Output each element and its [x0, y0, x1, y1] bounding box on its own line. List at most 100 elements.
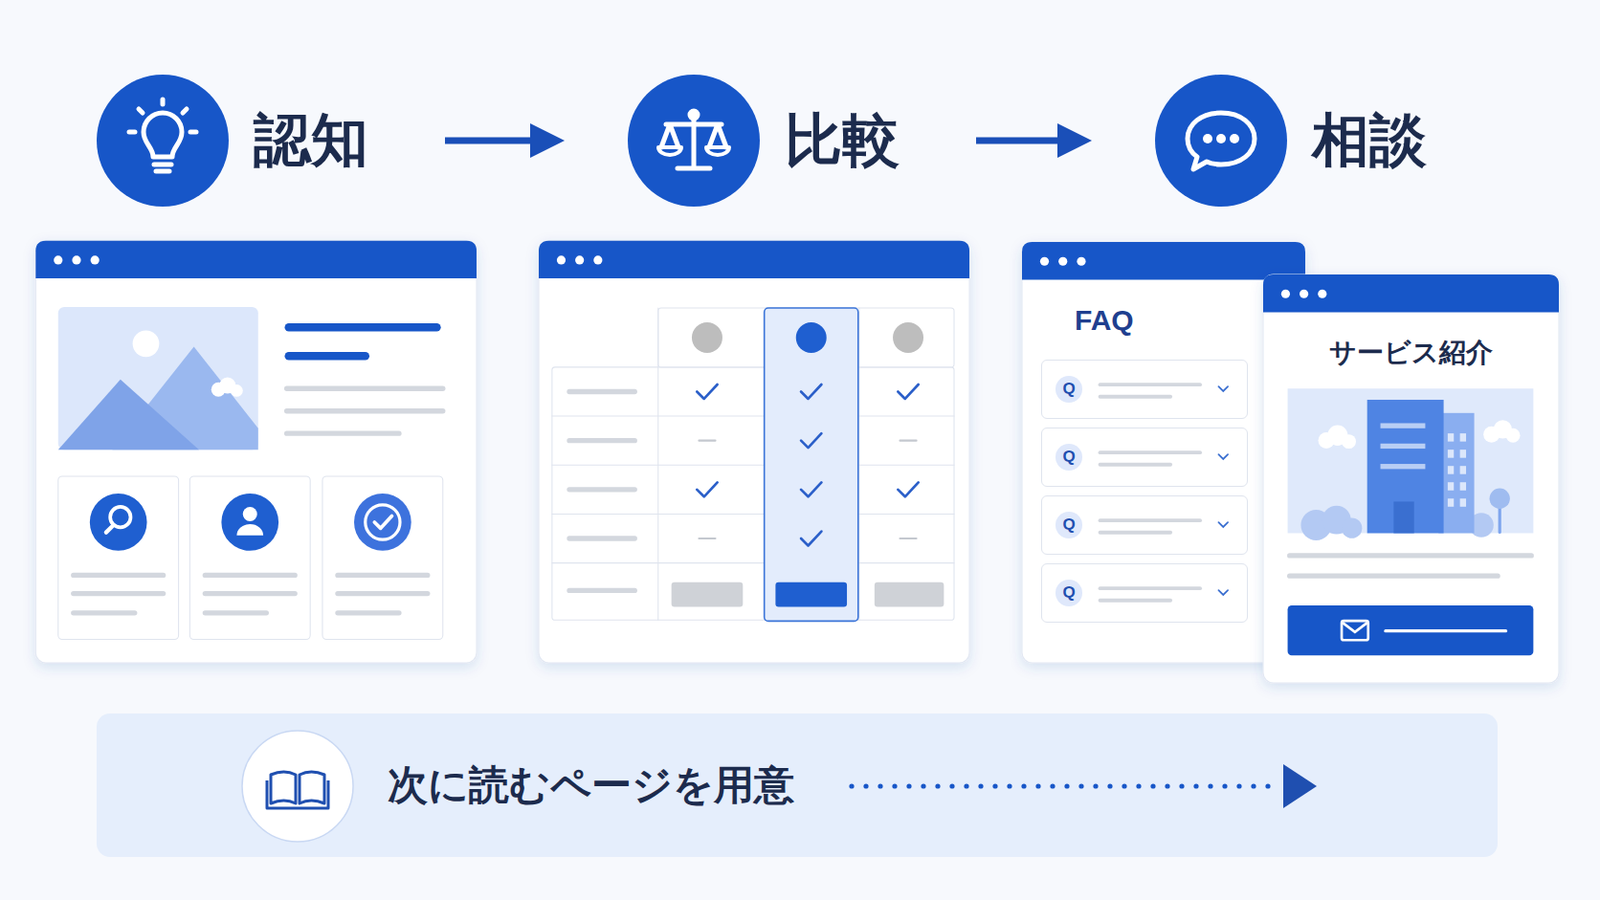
dotted-arrow-dot: [1178, 783, 1184, 789]
text-line: [204, 573, 295, 578]
building-window: [1460, 466, 1467, 475]
plan-button: [874, 582, 945, 608]
faq-item: Q: [1041, 359, 1248, 420]
flow-arrow: [976, 137, 1071, 145]
card-icon: [89, 493, 148, 552]
window-bar: [1022, 242, 1306, 280]
comparison-window: [538, 241, 970, 664]
faq-q: Q: [1055, 376, 1083, 403]
dotted-arrow-dot: [1164, 783, 1170, 789]
tree-crown: [1489, 488, 1511, 510]
check-mark: [696, 384, 717, 400]
photo-sky: [1288, 388, 1534, 534]
person-body: [236, 524, 264, 536]
dotted-arrow-dot: [1035, 783, 1041, 789]
table-rule: [552, 513, 955, 515]
dotted-arrow-dot: [1207, 783, 1213, 789]
chat-dot: [1202, 133, 1213, 144]
next-page-band: 次に読むページを用意: [96, 713, 1498, 858]
text-line: [204, 591, 295, 597]
stage-icon: [627, 74, 760, 207]
window-body: [1263, 274, 1559, 684]
dotted-arrow-dot: [1150, 783, 1156, 789]
window-dot: [1299, 289, 1309, 299]
chevron: [1218, 522, 1228, 528]
building-stripe: [1380, 444, 1426, 449]
plan-dot: [892, 322, 924, 354]
table-rule: [552, 416, 955, 418]
cloud: [1506, 428, 1521, 444]
faq-q: Q: [1055, 511, 1083, 539]
service-window: サービス紹介: [1263, 274, 1559, 684]
table-rule: [552, 562, 955, 564]
building-window: [1447, 449, 1454, 459]
scale-icon: [658, 111, 730, 169]
stage-title: 比較: [784, 111, 900, 170]
check-mark: [897, 384, 918, 400]
dotted-arrow-dot: [934, 783, 940, 789]
text-line: [337, 591, 428, 597]
stage-circle: [1155, 74, 1288, 207]
stage-node: 認知: [96, 74, 417, 207]
text-line: [337, 573, 428, 578]
dotted-arrow-dot: [891, 783, 897, 789]
highlight-column: [764, 308, 859, 622]
tree-trunk: [1498, 505, 1502, 534]
building-side: [1438, 413, 1474, 534]
table-rule: [657, 308, 659, 621]
check-mark: [800, 384, 822, 400]
dotted-arrow-dot: [1250, 783, 1256, 789]
dotted-arrow-head: [1283, 764, 1317, 809]
text-line: [1100, 518, 1201, 523]
text-line: [337, 610, 400, 616]
stage-title: 認知: [253, 111, 369, 170]
dotted-arrow-dot: [1222, 783, 1227, 789]
stage-node: 比較: [627, 74, 948, 207]
illustration: [35, 241, 970, 664]
row-label-line: [569, 535, 635, 541]
row-label-line: [569, 588, 635, 594]
check-mark: [800, 482, 822, 497]
text-line: [1100, 450, 1201, 455]
dotted-arrow-dot: [1021, 783, 1026, 789]
page-window: [35, 241, 477, 664]
dash-mark: [698, 537, 715, 540]
chevron: [1218, 590, 1228, 596]
text-line: [73, 591, 164, 597]
scale-post: [661, 114, 727, 169]
feature-card: [189, 476, 311, 641]
plan-button: [775, 582, 847, 608]
window-bar: [538, 241, 970, 279]
row-label-line: [569, 487, 635, 492]
window-dot: [1281, 289, 1290, 299]
window-frame: [1263, 274, 1559, 684]
window-dot: [556, 255, 566, 265]
sun: [133, 330, 160, 357]
dotted-arrow-dot: [920, 783, 926, 789]
text-line: [287, 431, 400, 437]
chat-dot: [1229, 133, 1240, 144]
bulb-rays: [129, 99, 197, 133]
building-window: [1447, 433, 1454, 443]
chevron: [1218, 386, 1228, 392]
plan-dot: [796, 322, 827, 354]
stage-title: 相談: [1311, 111, 1427, 170]
building-window: [1447, 498, 1454, 508]
window-dot: [1076, 257, 1086, 267]
text-line: [1289, 574, 1498, 579]
cloud: [230, 384, 244, 398]
table-rule: [552, 465, 955, 467]
window-body: [538, 241, 970, 664]
scale-pivot: [689, 111, 698, 119]
dotted-arrow-dot: [1078, 783, 1084, 789]
check-mark: [374, 516, 392, 530]
card-icon: [221, 493, 279, 552]
plan-dot: [691, 322, 723, 354]
check-mark: [800, 433, 822, 448]
building-window: [1460, 482, 1467, 491]
row-label-line: [569, 389, 635, 395]
flow-arrow: [444, 137, 544, 145]
window-dot: [1040, 257, 1049, 267]
